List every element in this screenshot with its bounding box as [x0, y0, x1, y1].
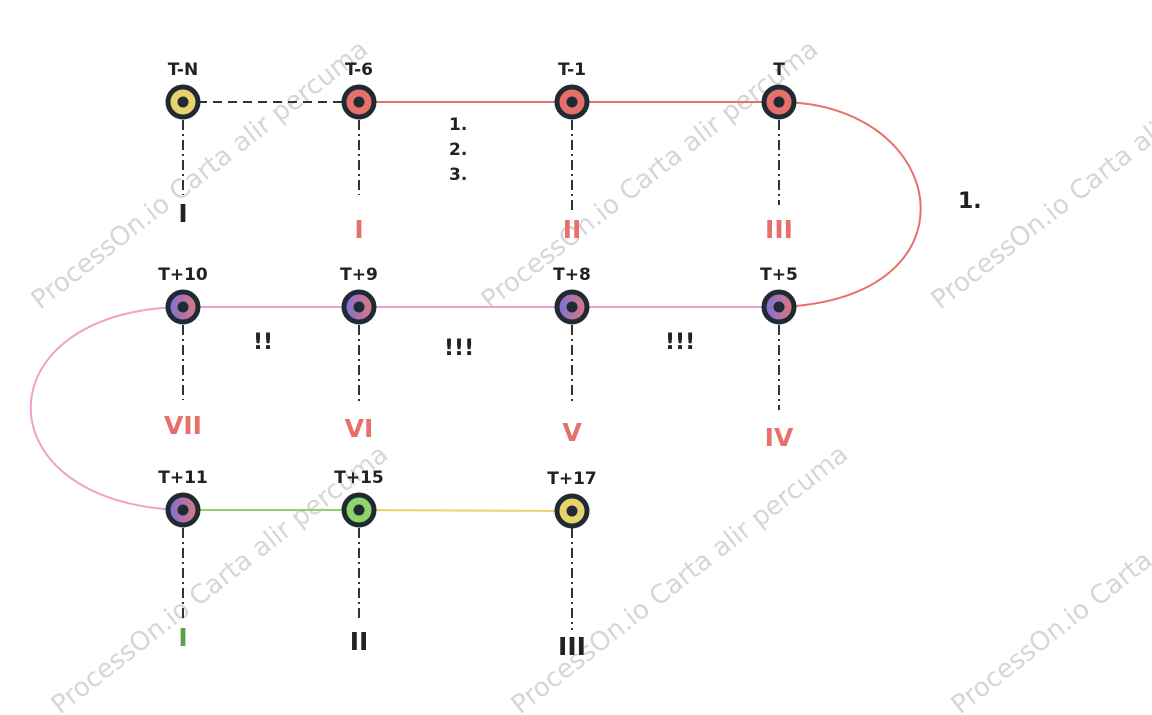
watermark: ProcessOn.io Carta alir percuma — [946, 439, 1152, 715]
node-label: T-1 — [558, 60, 586, 80]
node-label: T+11 — [158, 468, 208, 488]
node-label: T+8 — [553, 265, 591, 285]
timeline-node-tplus-8: T+8V — [553, 265, 591, 447]
node-dot — [177, 96, 189, 108]
node-dot — [177, 504, 189, 516]
node-roman-numeral: VI — [345, 414, 374, 443]
node-label: T+17 — [547, 469, 597, 489]
note-gap-b: !!! — [444, 336, 474, 361]
node-dot — [177, 301, 189, 313]
note-list-1: 1. — [449, 115, 467, 135]
node-label: T+9 — [340, 265, 378, 285]
connectors — [29, 101, 922, 512]
node-label: T-6 — [345, 60, 373, 80]
drop-lines — [182, 120, 780, 630]
node-dot — [353, 504, 365, 516]
node-label: T — [773, 60, 785, 80]
timeline-node-t: T III — [761, 60, 797, 244]
timeline-node-t-1: T-1II — [554, 60, 590, 244]
annotations: 1. 2. 3. 1. !! !!! !!! — [253, 115, 982, 361]
node-dot — [773, 301, 785, 313]
node-roman-numeral: I — [354, 215, 363, 244]
timeline-node-t-6: T-6I — [341, 60, 377, 244]
node-roman-numeral: II — [350, 627, 369, 656]
node-dot — [353, 96, 365, 108]
timeline-node-t-n: T-N I — [165, 60, 201, 228]
connector-t-t5-curve — [778, 101, 922, 308]
node-dot — [566, 96, 578, 108]
note-curve: 1. — [958, 189, 982, 214]
node-roman-numeral: I — [178, 199, 187, 228]
note-gap-c: !!! — [665, 330, 695, 355]
note-gap-a: !! — [253, 330, 273, 355]
node-label: T+5 — [760, 265, 798, 285]
node-roman-numeral: IV — [765, 423, 794, 452]
connector-t10-t11-curve — [29, 306, 184, 511]
nodes: T-NIT-6IT-1IITIIIT+10VIIT+9VIT+8VT+5IVT+… — [158, 60, 798, 661]
timeline-node-tplus-9: T+9VI — [340, 265, 378, 443]
watermark: ProcessOn.io Carta alir percuma — [926, 34, 1152, 315]
timeline-node-tplus-5: T+5IV — [760, 265, 798, 452]
node-dot — [566, 301, 578, 313]
watermarks: ProcessOn.io Carta alir percuma ProcessO… — [26, 34, 1152, 715]
node-roman-numeral: VII — [164, 411, 202, 440]
node-roman-numeral: I — [178, 623, 187, 652]
node-label: T+10 — [158, 265, 208, 285]
note-list-3: 3. — [449, 165, 467, 185]
node-roman-numeral: II — [563, 215, 582, 244]
node-dot — [566, 505, 578, 517]
node-dot — [353, 301, 365, 313]
node-roman-numeral: III — [765, 215, 793, 244]
node-roman-numeral: V — [562, 418, 582, 447]
node-label: T+15 — [334, 468, 384, 488]
connector-t15-t17 — [358, 509, 573, 512]
node-dot — [773, 96, 785, 108]
node-roman-numeral: III — [558, 632, 586, 661]
note-list-2: 2. — [449, 140, 467, 160]
timeline-node-tplus-11: T+11I — [158, 468, 208, 652]
node-label: T-N — [168, 60, 198, 80]
